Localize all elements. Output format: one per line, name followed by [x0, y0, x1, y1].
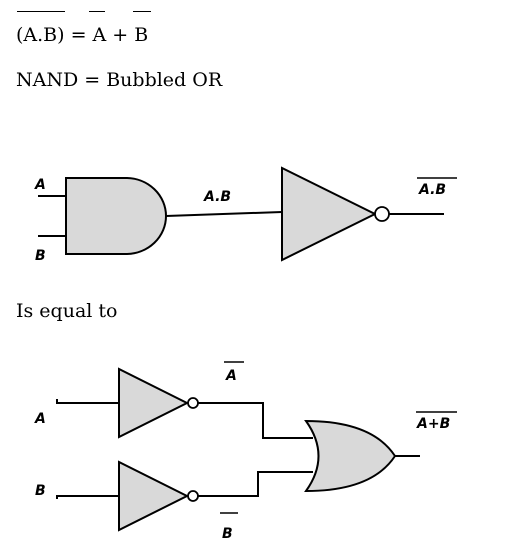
bottom-input-b-label: B: [35, 483, 46, 499]
not-gate-a: [118, 367, 190, 439]
top-output-label: A.B: [418, 182, 446, 198]
and-gate: [65, 177, 167, 255]
law-overbar-b: [133, 11, 151, 13]
not-gate-bubble: [374, 206, 390, 222]
nand-diagram: A B A.B A.B: [34, 166, 457, 264]
bottom-input-a-label: A: [34, 411, 46, 427]
and-to-not-wire: [165, 211, 283, 217]
not-gate: [281, 166, 378, 262]
top-input-a-label: A: [34, 177, 46, 193]
not-gate-a-bubble: [187, 397, 199, 409]
equal-to-text: Is equal to: [16, 300, 118, 322]
law-overbar-a: [89, 11, 105, 13]
bottom-wire-b: [56, 495, 119, 499]
not-gate-b: [118, 460, 190, 532]
bottom-wire-a: [56, 399, 119, 404]
top-input-b-label: B: [35, 248, 46, 264]
law-overbar-ab: [17, 11, 65, 13]
nand-statement: NAND = Bubbled OR: [16, 69, 223, 91]
not-b-label: B: [222, 526, 233, 542]
not-a-label: A: [225, 368, 237, 384]
not-b-to-or-wire: [198, 471, 313, 497]
de-morgan-law: (A.B) = A + B: [16, 24, 149, 46]
and-output-label: A.B: [203, 189, 231, 205]
bubbled-or-diagram: A B A B A+B: [34, 361, 457, 542]
not-a-to-or-wire: [198, 402, 313, 439]
not-gate-b-bubble: [187, 490, 199, 502]
bottom-output-label: A+B: [416, 416, 450, 432]
or-gate: [304, 419, 397, 493]
